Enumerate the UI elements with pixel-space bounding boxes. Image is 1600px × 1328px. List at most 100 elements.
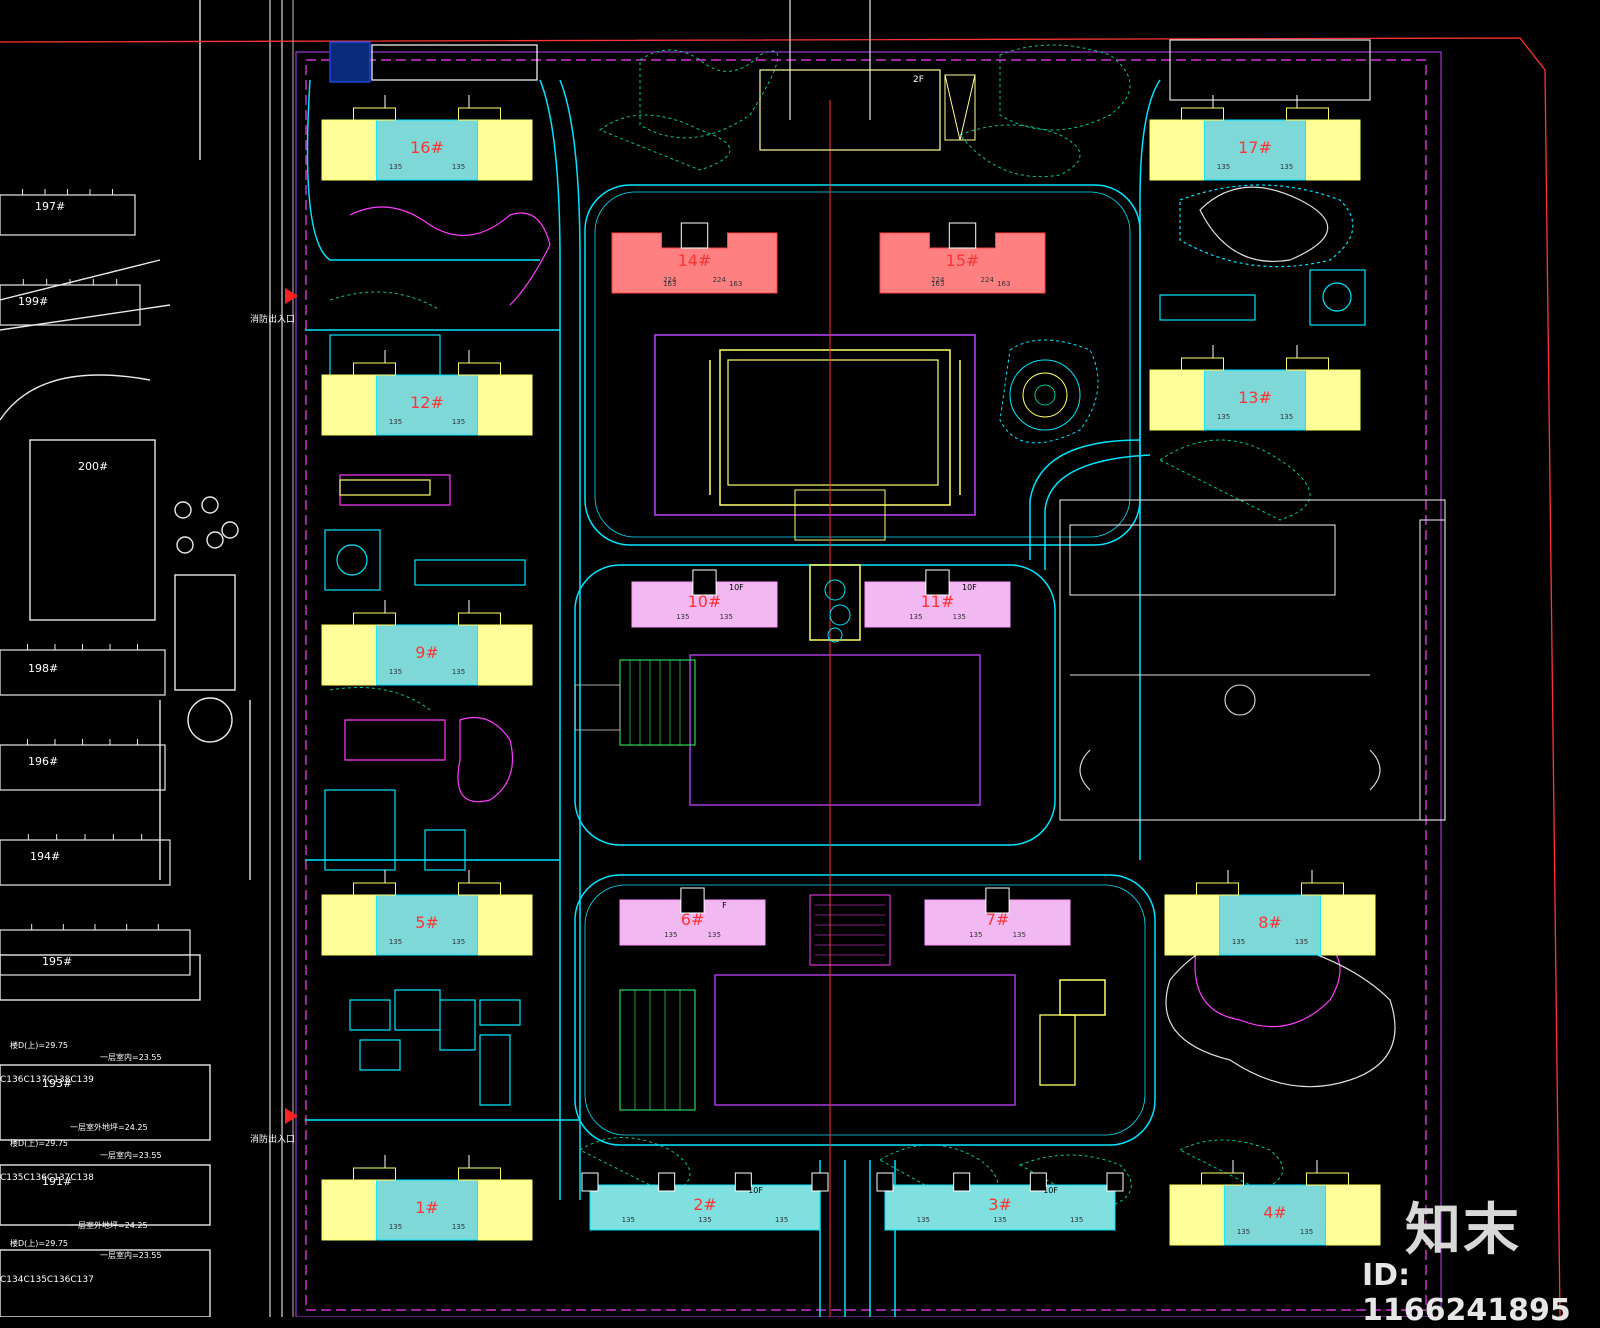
- building-unit-area: 224: [663, 276, 677, 284]
- building-unit-area: 135: [1232, 938, 1245, 946]
- building-unit-area: 135: [969, 931, 982, 939]
- building-unit-area: 135: [775, 1216, 788, 1224]
- building-b10: 10# 10F 135 135: [631, 569, 778, 628]
- building-unit-area: 135: [1237, 1228, 1250, 1236]
- building-footprint: [884, 1184, 1116, 1231]
- building-stair: [1196, 882, 1239, 896]
- building-unit-area: 135: [1013, 931, 1026, 939]
- building-unit-area: 135: [720, 613, 733, 621]
- building-unit-area: 135: [1280, 163, 1293, 171]
- building-core: [876, 1172, 894, 1192]
- building-core: [376, 374, 478, 436]
- building-number: 13#: [1238, 388, 1272, 407]
- building-floors: 10F: [748, 1186, 763, 1195]
- building-number: 10#: [688, 592, 722, 611]
- building-footprint: [589, 1184, 821, 1231]
- building-floors: 10F: [729, 583, 744, 592]
- building-stair: [1181, 357, 1224, 371]
- building-core: [376, 624, 478, 686]
- courtyards: [574, 69, 1106, 1317]
- building-unit-area: 135: [993, 1216, 1006, 1224]
- building-unit-area: 135: [622, 1216, 635, 1224]
- building-core: [734, 1172, 752, 1192]
- building-number: 11#: [921, 592, 955, 611]
- sports-field: [1059, 499, 1446, 821]
- building-core: [658, 1172, 676, 1192]
- building-stair: [353, 612, 396, 626]
- neighbor-building-label: 195#: [42, 955, 72, 968]
- building-stair: [1181, 107, 1224, 121]
- building-stair: [458, 107, 501, 121]
- building-number: 14#: [678, 251, 712, 270]
- building-floors: 25F: [687, 238, 702, 247]
- neighbor-building-label: 191#: [42, 1175, 72, 1188]
- building-unit-area: 135: [909, 613, 922, 621]
- building-stair: [1286, 107, 1329, 121]
- building-stair: [458, 612, 501, 626]
- building-unit-area: 224: [931, 276, 945, 284]
- building-floors: 26F: [1294, 111, 1309, 120]
- building-number: 16#: [410, 138, 444, 157]
- building-floors: 26F: [466, 1171, 481, 1180]
- building-floors: F: [722, 901, 727, 910]
- building-stair: [1301, 882, 1344, 896]
- building-number: 8#: [1258, 913, 1282, 932]
- building-unit-area: 135: [389, 668, 402, 676]
- building-unit-area: 135: [1217, 163, 1230, 171]
- building-unit-area: 135: [389, 1223, 402, 1231]
- elevation-label: 一层室内=23.55: [100, 1150, 162, 1160]
- building-unit-area: 135: [452, 418, 465, 426]
- neighbor-building-label: 196#: [28, 755, 58, 768]
- neighbor-labels: 197#199#200#198#196#194#195#193#191#楼D(上…: [0, 200, 162, 1285]
- building-core: [680, 887, 705, 914]
- building-stair: [458, 1167, 501, 1181]
- building-stair: [1306, 1172, 1349, 1186]
- neighbor-unit-codes: C134C135C136C137: [0, 1275, 94, 1285]
- building-core: [985, 887, 1010, 914]
- building-footprint: [611, 232, 778, 294]
- building-unit-area: 224: [981, 276, 995, 284]
- elevation-label: 楼D(上)=29.75: [10, 1138, 68, 1148]
- building-core: [1204, 119, 1306, 181]
- building-floors: 26F: [466, 616, 481, 625]
- building-unit-area: 135: [676, 613, 689, 621]
- building-unit-area: 163: [663, 280, 676, 288]
- building-number: 5#: [415, 913, 439, 932]
- fire-entrance-label: 消防出入口: [250, 313, 295, 325]
- building-core: [953, 1172, 971, 1192]
- elevation-label: 一层室内=23.55: [100, 1052, 162, 1062]
- building-unit-area: 135: [698, 1216, 711, 1224]
- neighbor-building-label: 200#: [78, 460, 108, 473]
- building-core: [692, 569, 717, 596]
- building-unit-area: 135: [389, 418, 402, 426]
- building-core: [376, 1179, 478, 1241]
- building-stair: [458, 362, 501, 376]
- building-stair: [353, 107, 396, 121]
- building-unit-area: 135: [1295, 938, 1308, 946]
- neighbor-unit-codes: C136C137C138C139: [0, 1075, 94, 1085]
- building-unit-area: 163: [997, 280, 1010, 288]
- playgrounds: [324, 39, 1396, 1106]
- building-b11: 11# 10F 135 135: [864, 569, 1011, 628]
- building-b17: 17# 26F 135 135: [1149, 95, 1361, 181]
- building-floors: 26F: [1314, 1176, 1329, 1185]
- neighbor-unit-codes: C135C136C137C138: [0, 1173, 94, 1183]
- building-number: 2#: [693, 1195, 717, 1214]
- building-number: 17#: [1238, 138, 1272, 157]
- building-unit-area: 135: [452, 1223, 465, 1231]
- building-floors: 26F: [466, 366, 481, 375]
- building-floors: 10F: [962, 583, 977, 592]
- building-footprint: [924, 899, 1071, 946]
- building-unit-area: 135: [953, 613, 966, 621]
- building-core: [680, 222, 709, 249]
- building-stair: [353, 882, 396, 896]
